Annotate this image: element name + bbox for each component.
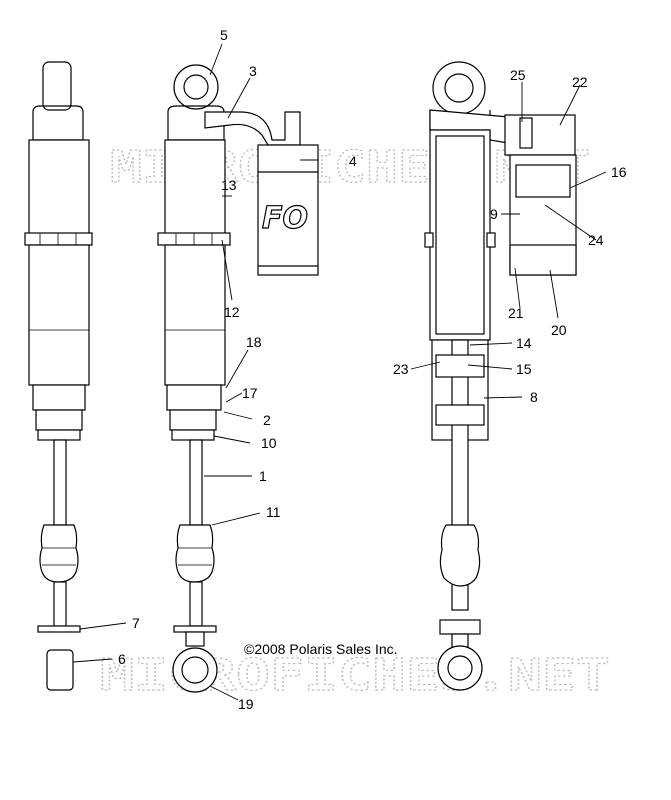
callout-11: 11 <box>266 504 281 520</box>
callout-24: 24 <box>588 232 604 248</box>
callout-13: 13 <box>221 177 237 193</box>
callout-18: 18 <box>246 334 262 350</box>
callout-1: 1 <box>259 468 267 484</box>
callout-16: 16 <box>611 164 627 180</box>
callout-10: 10 <box>261 435 277 451</box>
callout-5: 5 <box>220 27 228 43</box>
copyright-notice: ©2008 Polaris Sales Inc. <box>244 641 398 657</box>
callout-21: 21 <box>508 305 524 321</box>
callout-19: 19 <box>238 696 254 712</box>
callout-7: 7 <box>132 615 140 631</box>
callout-22: 22 <box>572 74 588 90</box>
callout-17: 17 <box>242 385 258 401</box>
callout-8: 8 <box>530 389 538 405</box>
shock-side-view <box>24 61 93 691</box>
callout-15: 15 <box>516 361 532 377</box>
callout-14: 14 <box>516 335 532 351</box>
callout-2: 2 <box>263 412 271 428</box>
shock-cross-section <box>424 61 577 691</box>
reservoir-logo: FO <box>262 201 308 236</box>
callout-6: 6 <box>118 651 126 667</box>
callout-labels: 5 3 4 13 12 18 17 2 10 1 11 7 6 19 25 22… <box>118 27 627 712</box>
callout-4: 4 <box>349 153 357 169</box>
callout-25: 25 <box>510 67 526 83</box>
callout-12: 12 <box>224 304 240 320</box>
callout-3: 3 <box>249 63 257 79</box>
leader-lines <box>72 43 607 701</box>
shock-reservoir-view: FO <box>157 64 319 693</box>
callout-23: 23 <box>393 361 409 377</box>
callout-20: 20 <box>551 322 567 338</box>
callout-9: 9 <box>490 206 498 222</box>
